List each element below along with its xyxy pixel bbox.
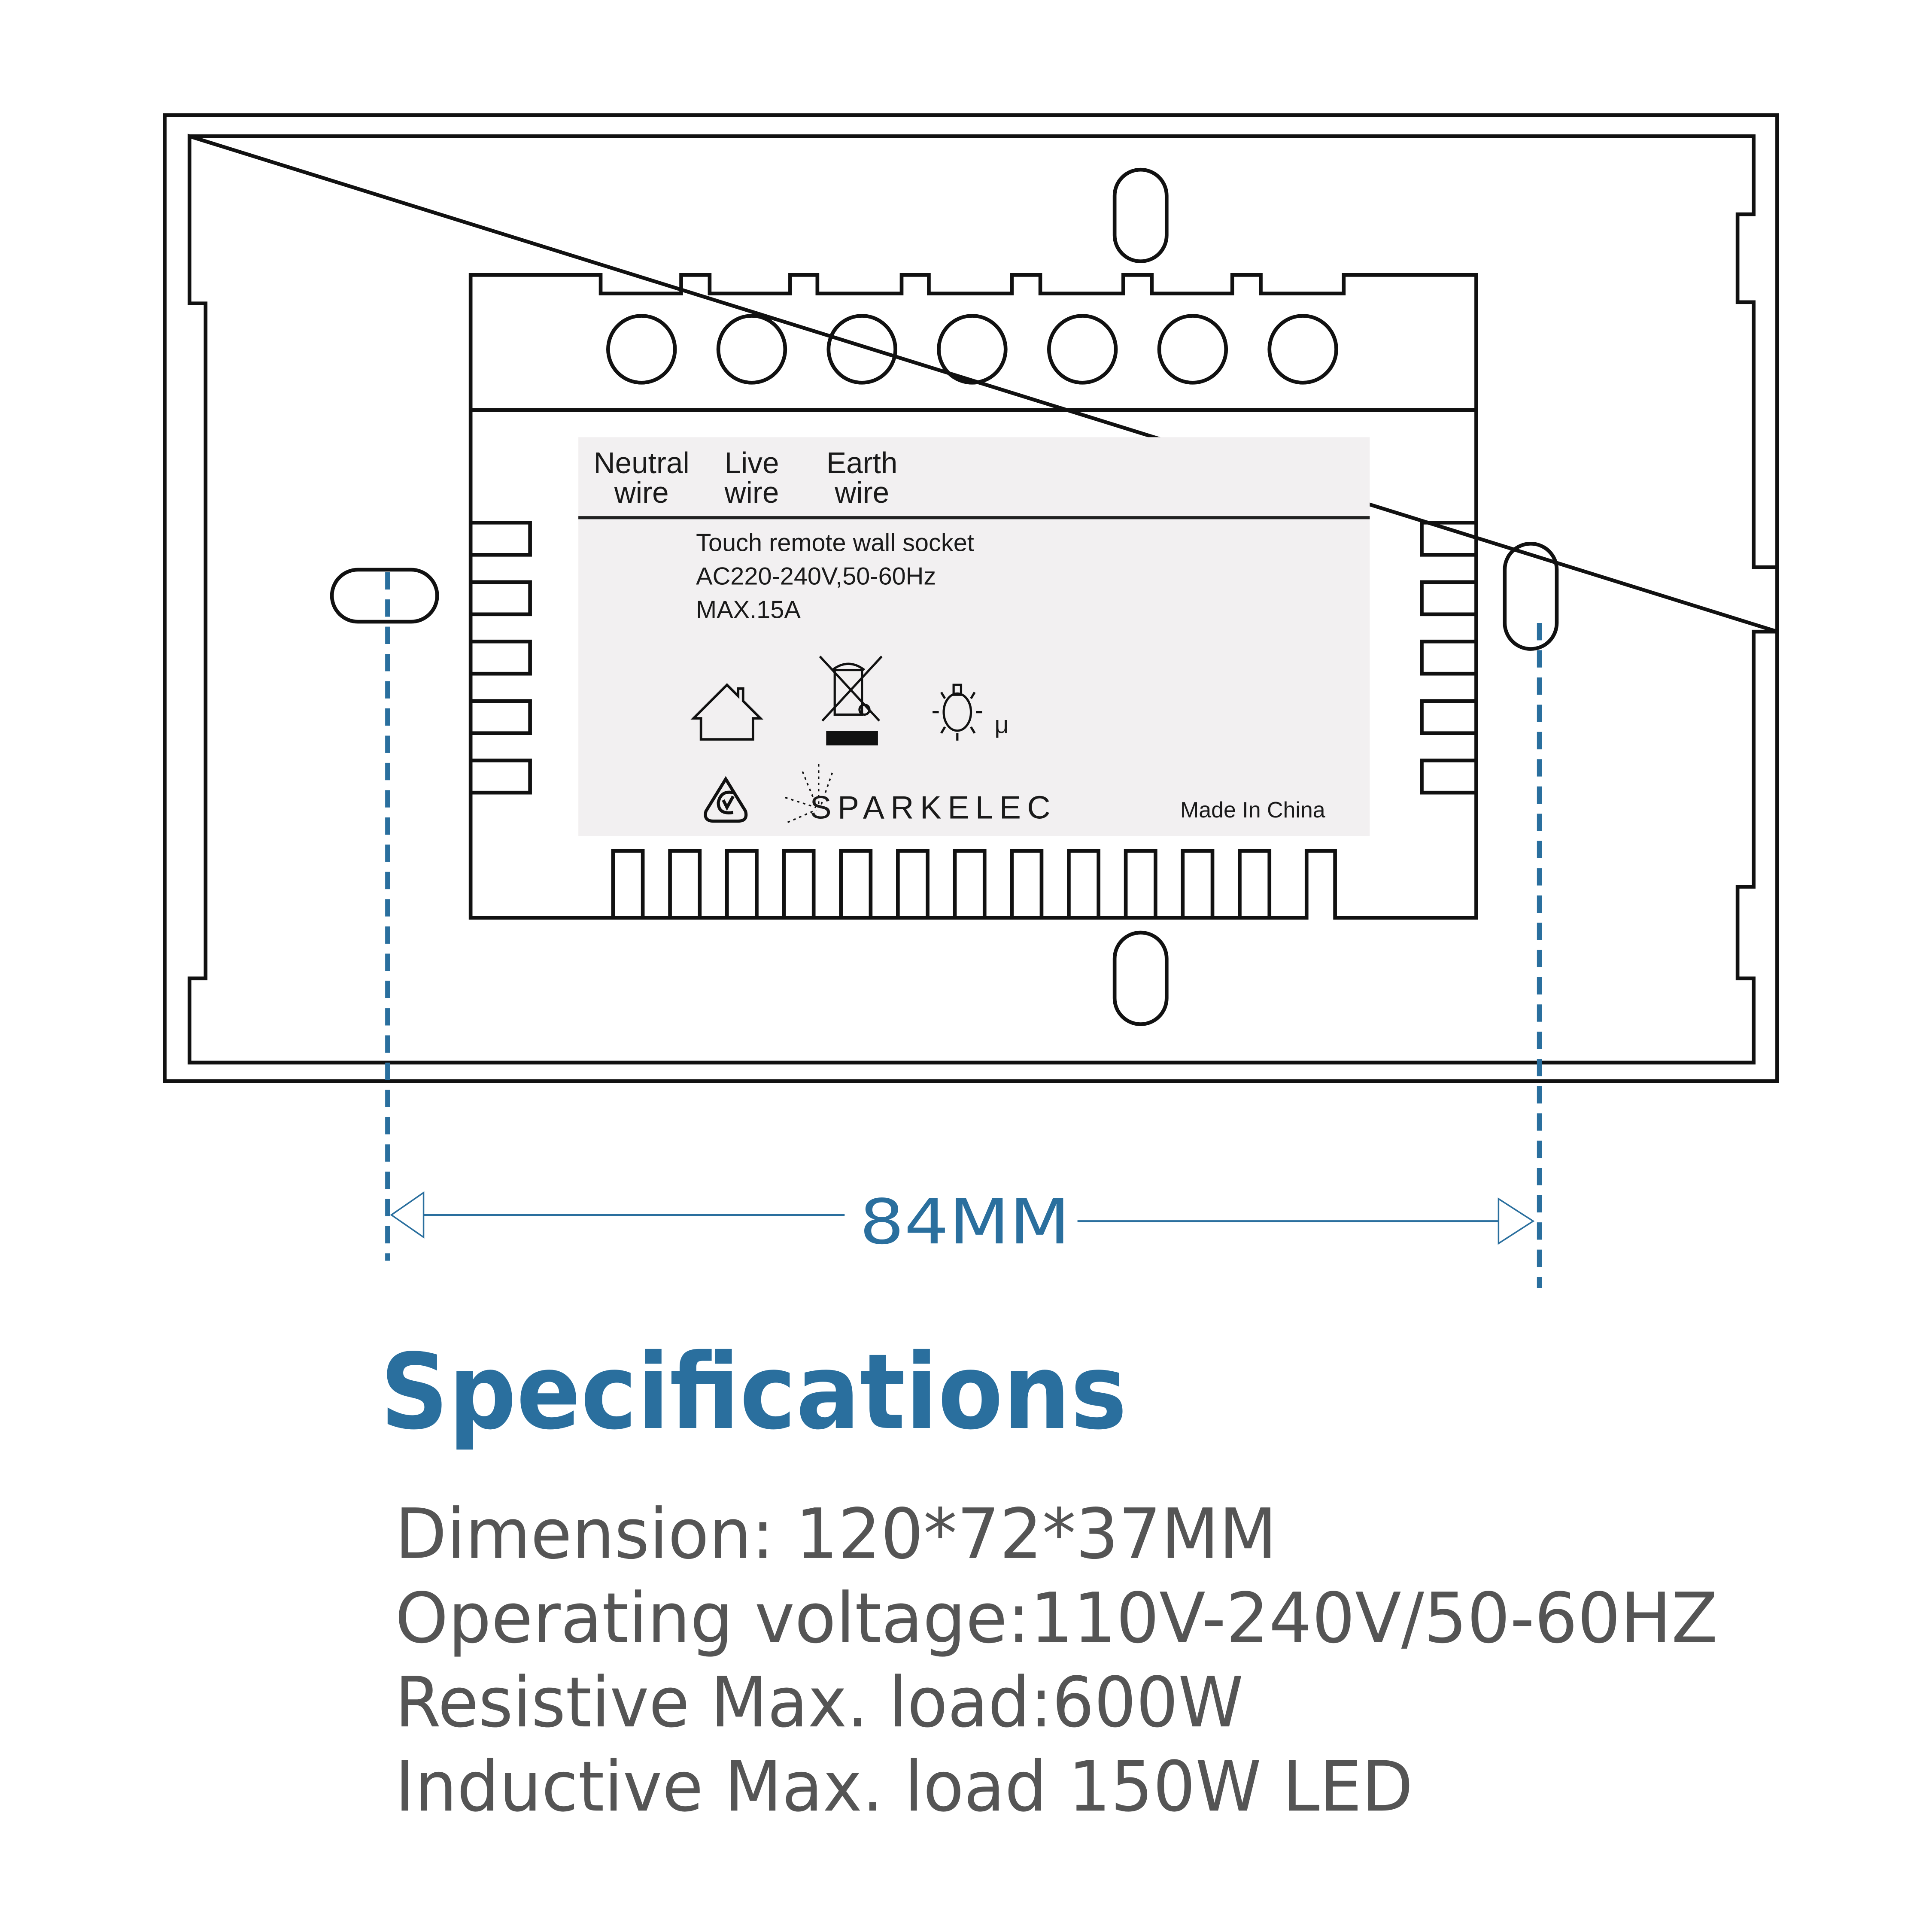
bottom-fins: [611, 849, 1272, 918]
bottom-fin: [953, 849, 987, 918]
outer-frame: [163, 113, 1779, 1083]
terminal-screw-3: [826, 314, 897, 385]
terminal-screw-6: [1157, 314, 1228, 385]
terminal-screw-2: [716, 314, 787, 385]
neutral-wire-label-bottom: wire: [614, 476, 669, 509]
earth-wire-label-top: Earth: [826, 446, 897, 480]
made-in-china: Made In China: [1180, 798, 1325, 823]
live-wire-label-top: Live: [724, 446, 779, 480]
spec-inductive-load: Inductive Max. load 150W LED: [395, 1747, 1413, 1827]
bottom-fin: [896, 849, 930, 918]
left-arrow-icon: [390, 1191, 425, 1239]
bottom-fin: [1124, 849, 1157, 918]
specifications-title: Specifications: [380, 1332, 1127, 1453]
product-max-current: MAX.15A: [696, 596, 801, 623]
rcm-compliance-icon: [704, 776, 748, 823]
right-arrow-icon: [1498, 1197, 1535, 1245]
lamp-icon: [933, 683, 982, 741]
right-mounting-slot: [1503, 542, 1559, 651]
weee-crossed-bin-icon: [819, 656, 883, 746]
top-mounting-slot: [1112, 167, 1169, 263]
lamp-symbol: μ: [994, 711, 1009, 739]
bottom-fin: [668, 849, 702, 918]
product-rating: AC220-240V,50-60Hz: [696, 563, 936, 590]
product-name: Touch remote wall socket: [696, 529, 974, 557]
bottom-fin: [1067, 849, 1100, 918]
right-fins: [1420, 520, 1476, 795]
terminal-screw-7: [1267, 314, 1338, 385]
left-fins: [471, 520, 532, 795]
earth-wire-label-bottom: wire: [834, 476, 889, 509]
terminal-screw-4: [937, 314, 1008, 385]
bottom-mounting-slot: [1112, 930, 1169, 1026]
bottom-fin: [782, 849, 816, 918]
spark-logo-icon: [785, 764, 833, 823]
left-mounting-slot: [330, 568, 439, 624]
brand-name: SPARKELEC: [810, 790, 1057, 826]
bottom-fin: [839, 849, 873, 918]
module-body: [468, 273, 1478, 920]
spec-operating-voltage: Operating voltage:110V-240V/50-60HZ: [395, 1578, 1718, 1659]
inner-frame: [188, 134, 1778, 1065]
dimension-value: 84MM: [860, 1186, 1070, 1258]
bottom-fin: [611, 849, 645, 918]
terminal-screw-5: [1047, 314, 1118, 385]
terminal-row: [606, 314, 1338, 385]
product-label-panel: [578, 437, 1370, 836]
spec-dimension: Dimension: 120*72*37MM: [395, 1494, 1277, 1575]
indoor-house-icon: [690, 683, 764, 741]
live-wire-label-bottom: wire: [724, 476, 779, 509]
bottom-fin: [1238, 849, 1272, 918]
bottom-fin: [725, 849, 759, 918]
terminal-screw-1: [606, 314, 677, 385]
neutral-wire-label-top: Neutral: [594, 446, 690, 480]
bottom-fin: [1010, 849, 1044, 918]
spec-resistive-load: Resistive Max. load:600W: [395, 1662, 1243, 1743]
bottom-fin: [1181, 849, 1215, 918]
